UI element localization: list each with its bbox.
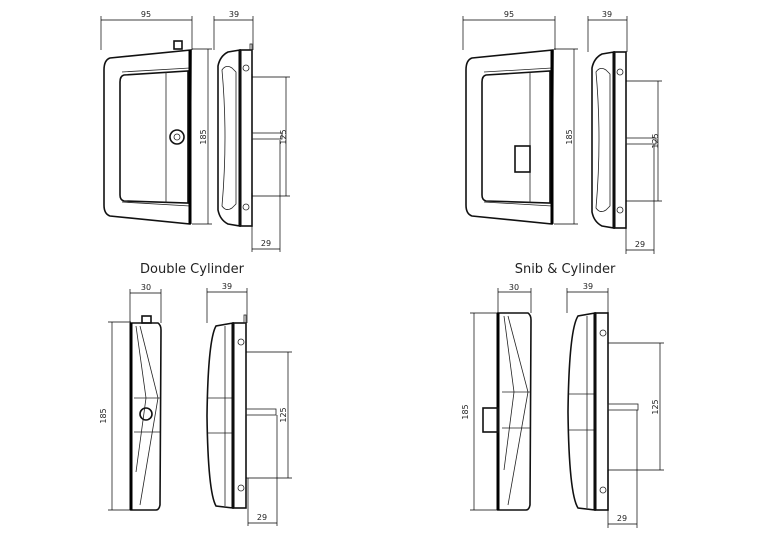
dim-offset-line [625, 144, 655, 254]
snib-cylinder-back-side-view: 39 125 29 [566, 282, 664, 528]
screw-icon [242, 64, 250, 72]
dim-height-label: 185 [461, 404, 470, 419]
double-cylinder-back-side-view: 39 125 29 [206, 282, 292, 526]
cylinder-key-icon [169, 129, 185, 145]
spindle [607, 403, 639, 411]
cylinder-key-icon [139, 407, 153, 421]
dim-depth-label: 39 [229, 10, 239, 19]
dim-height-line [192, 48, 212, 225]
top-tab [141, 315, 152, 324]
dim-spacing-label: 125 [279, 129, 288, 144]
dim-offset-line [251, 140, 281, 252]
snib-cylinder-side-view: 39 125 29 [587, 10, 662, 254]
caption-double-cylinder: Double Cylinder [140, 262, 245, 277]
dim-height-label: 185 [199, 129, 208, 144]
dim-spacing-line [251, 74, 290, 199]
dim-width-label: 95 [504, 10, 514, 19]
dim-width-line [462, 16, 556, 50]
dim-height-line [470, 312, 498, 511]
dim-height-line [554, 48, 578, 225]
double-cylinder-edge-view: 30 185 [99, 283, 162, 511]
dim-offset-label: 29 [635, 240, 645, 249]
dim-depth-line [566, 288, 609, 313]
caption-snib-cylinder: Snib & Cylinder [515, 262, 616, 277]
dim-width-line [129, 289, 162, 323]
facet-lines [569, 393, 595, 431]
handle-recess [119, 70, 189, 204]
dim-spacing-label: 125 [651, 133, 660, 148]
facet-lines [134, 325, 160, 506]
screw-icon [599, 486, 607, 494]
side-body [591, 51, 615, 229]
snib-icon [514, 145, 531, 173]
screw-icon [599, 329, 607, 337]
handle-body-outline [465, 49, 554, 225]
side-grip [595, 68, 611, 212]
dim-width-label: 30 [141, 283, 151, 292]
screw-icon [616, 206, 624, 214]
side-body [206, 322, 234, 509]
back-plate [613, 51, 627, 229]
snib-icon [482, 407, 499, 433]
snib-cylinder-front-view: 95 185 [462, 10, 578, 225]
handle-recess [481, 70, 551, 204]
facet-lines [208, 397, 233, 434]
dim-spacing-line [626, 80, 662, 202]
side-grip [221, 66, 237, 210]
top-tab [173, 40, 183, 50]
back-plate [232, 322, 247, 509]
snib-cylinder-edge-view: 30 185 [461, 283, 532, 511]
screw-icon [237, 338, 245, 346]
side-body [217, 49, 241, 227]
bevel-lines [121, 67, 191, 207]
dim-depth-line [206, 288, 248, 323]
dim-width-line [497, 288, 532, 313]
screw-icon [237, 484, 245, 492]
back-plate [594, 312, 609, 511]
dim-spacing-label: 125 [279, 407, 288, 422]
dim-spacing-line [608, 342, 664, 471]
dim-offset-label: 29 [617, 514, 627, 523]
back-plate [239, 49, 253, 227]
plate-tab [249, 43, 253, 51]
dim-height-line [108, 321, 131, 511]
edge-body [497, 312, 532, 511]
dim-depth-label: 39 [222, 282, 232, 291]
screw-icon [616, 68, 624, 76]
dim-offset-line [607, 410, 638, 528]
keyhole [173, 133, 181, 141]
double-cylinder-side-view: 39 125 29 [213, 10, 290, 252]
facet-lines [502, 315, 530, 506]
dim-offset-label: 29 [257, 513, 267, 522]
dim-spacing-label: 125 [651, 399, 660, 414]
dim-height-label: 185 [565, 129, 574, 144]
dim-offset-line [247, 415, 278, 526]
dim-depth-line [213, 16, 254, 50]
handle-body-outline [103, 49, 192, 225]
plate-tab [243, 314, 247, 324]
spindle [245, 408, 277, 416]
edge-body [130, 322, 162, 511]
spindle [625, 137, 657, 145]
dim-height-label: 185 [99, 408, 108, 423]
screw-icon [242, 203, 250, 211]
dim-offset-label: 29 [261, 239, 271, 248]
dim-depth-line [587, 16, 628, 52]
dim-spacing-line [246, 351, 292, 479]
bevel-lines [483, 67, 553, 207]
spindle [251, 132, 283, 140]
dim-width-label: 95 [141, 10, 151, 19]
side-body [567, 312, 596, 511]
double-cylinder-front-view: 95 185 [100, 10, 212, 225]
dim-depth-label: 39 [602, 10, 612, 19]
dim-width-label: 30 [509, 283, 519, 292]
dim-width-line [100, 16, 193, 50]
dim-depth-label: 39 [583, 282, 593, 291]
